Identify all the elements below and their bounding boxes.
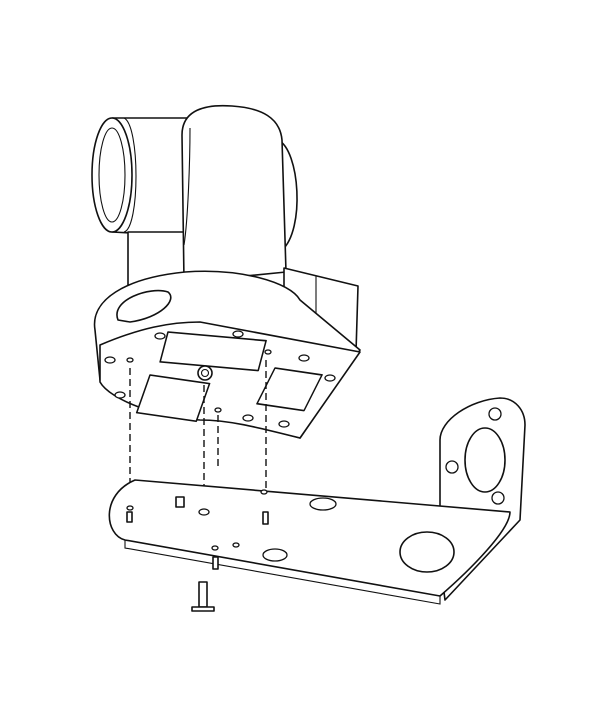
l-bracket xyxy=(108,397,526,605)
label-plate-2 xyxy=(135,374,211,423)
camera-head xyxy=(181,104,287,283)
base-screw-holes xyxy=(104,330,336,428)
tripod-socket xyxy=(197,365,213,381)
lens-glass xyxy=(98,127,126,223)
ptz-camera xyxy=(91,104,361,439)
mounting-screw xyxy=(191,581,215,612)
bracket-vertical-hole xyxy=(464,427,506,493)
label-plate-1 xyxy=(159,331,267,372)
bracket-slot-2 xyxy=(262,548,288,562)
bracket-large-hole xyxy=(399,531,455,573)
bracket-slot-1 xyxy=(309,497,337,511)
base-slot xyxy=(116,289,172,323)
lens-front xyxy=(91,117,133,233)
